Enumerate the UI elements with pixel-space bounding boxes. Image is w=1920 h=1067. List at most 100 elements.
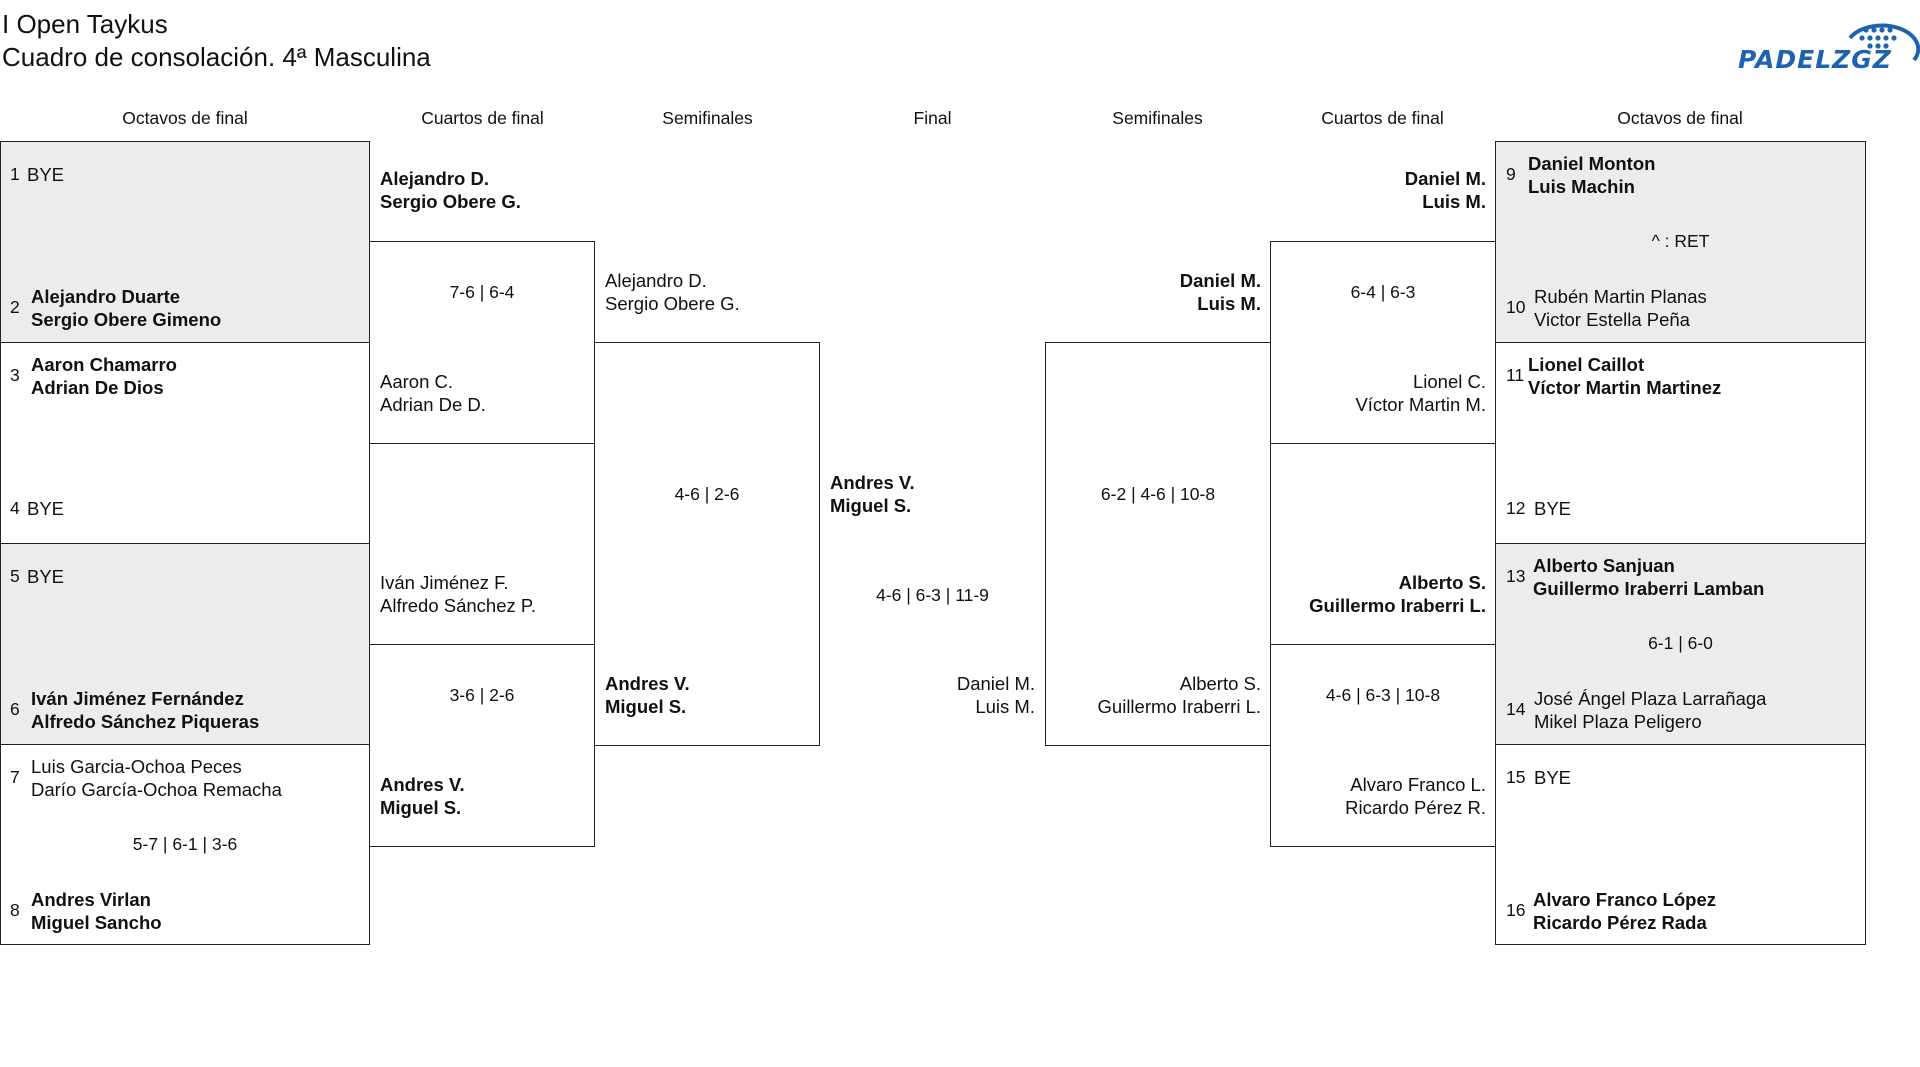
player-name: Victor Estella Peña: [1534, 309, 1690, 330]
match-score: 6-1 | 6-0: [1648, 633, 1713, 653]
header-cuartos-left: Cuartos de final: [421, 108, 544, 128]
seed-number: 2: [10, 297, 20, 317]
seed-number: 12: [1506, 498, 1526, 518]
player-name: Iván Jiménez F.: [380, 572, 509, 593]
player-name: Adrian De Dios: [31, 377, 164, 398]
player-name: Adrian De D.: [380, 394, 486, 415]
team-winner: Aaron Chamarro Adrian De Dios: [31, 353, 177, 399]
team-winner: Andres V. Miguel S.: [605, 672, 690, 718]
team-winner: Daniel Monton Luis Machin: [1528, 152, 1655, 198]
player-name: José Ángel Plaza Larrañaga: [1534, 688, 1767, 709]
team-bye: BYE: [27, 565, 64, 588]
seed-number: 9: [1506, 164, 1516, 184]
team-bye: BYE: [27, 163, 64, 186]
match-score: 4-6 | 2-6: [674, 484, 740, 504]
player-name: Andres V.: [380, 774, 465, 795]
player-name: BYE: [1534, 767, 1572, 788]
player-name: Alejandro D.: [605, 270, 707, 291]
team-loser: Iván Jiménez F. Alfredo Sánchez P.: [380, 571, 536, 617]
seed-number: 13: [1506, 566, 1526, 586]
player-name: Luis Garcia-Ochoa Peces: [31, 756, 242, 777]
player-name: Andres Virlan: [31, 889, 151, 910]
player-name: Miguel S.: [605, 696, 687, 717]
player-name: Alejandro Duarte: [31, 286, 181, 307]
player-name: Rubén Martin Planas: [1534, 286, 1707, 307]
team-winner: Daniel M. Luis M.: [1045, 269, 1261, 315]
player-name: Luis M.: [1422, 191, 1486, 212]
player-name: Daniel Monton: [1528, 153, 1656, 174]
match-score: 6-4 | 6-3: [1350, 282, 1416, 302]
header-octavos-right: Octavos de final: [1617, 108, 1743, 128]
draw-subtitle: Cuadro de consolación. 4ª Masculina: [2, 42, 431, 72]
player-name: BYE: [27, 164, 65, 185]
player-name: Mikel Plaza Peligero: [1534, 711, 1702, 732]
player-name: Ricardo Pérez Rada: [1533, 912, 1707, 933]
player-name: Alberto S.: [1179, 673, 1261, 694]
seed-number: 1: [10, 164, 20, 184]
team-loser: Rubén Martin Planas Victor Estella Peña: [1534, 285, 1707, 331]
seed-number: 3: [10, 365, 20, 385]
padelzgz-logo: PADELZGZ: [1738, 8, 1920, 78]
team-winner: Iván Jiménez Fernández Alfredo Sánchez P…: [31, 687, 259, 733]
player-name: Alejandro D.: [380, 168, 489, 189]
player-name: Miguel S.: [830, 495, 912, 516]
seed-number: 7: [10, 767, 20, 787]
seed-number: 15: [1506, 767, 1526, 787]
player-name: Darío García-Ochoa Remacha: [31, 779, 282, 800]
player-name: Ricardo Pérez R.: [1345, 797, 1486, 818]
team-loser: Alvaro Franco L. Ricardo Pérez R.: [1270, 773, 1486, 819]
padel-ball-icon: [1848, 23, 1920, 62]
player-name: Sergio Obere Gimeno: [31, 309, 222, 330]
player-name: Luis M.: [1197, 293, 1261, 314]
player-name: Daniel M.: [1404, 168, 1486, 189]
player-name: Miguel Sancho: [31, 912, 162, 933]
team-bye: BYE: [1534, 497, 1571, 520]
player-name: Alfredo Sánchez Piqueras: [31, 711, 260, 732]
seed-number: 10: [1506, 297, 1526, 317]
match-box-semis-right: [1045, 342, 1271, 746]
team-winner: Alvaro Franco López Ricardo Pérez Rada: [1533, 888, 1716, 934]
team-loser: Aaron C. Adrian De D.: [380, 370, 486, 416]
player-name: Andres V.: [605, 673, 690, 694]
final-score: 4-6 | 6-3 | 11-9: [876, 585, 989, 605]
player-name: Aaron Chamarro: [31, 354, 177, 375]
team-winner: Alejandro Duarte Sergio Obere Gimeno: [31, 285, 221, 331]
player-name: BYE: [27, 566, 65, 587]
player-name: Víctor Martin Martinez: [1528, 377, 1722, 398]
player-name: Víctor Martin M.: [1355, 394, 1486, 415]
match-score: 4-6 | 6-3 | 10-8: [1325, 685, 1441, 705]
player-name: BYE: [27, 498, 65, 519]
match-score: 5-7 | 6-1 | 3-6: [132, 834, 238, 854]
logo-text: PADELZGZ: [1738, 45, 1892, 74]
final-runner-up: Daniel M. Luis M.: [820, 672, 1035, 718]
seed-number: 11: [1506, 365, 1525, 385]
player-name: Lionel Caillot: [1528, 354, 1645, 375]
match-box-octavos-15: [1495, 744, 1866, 945]
team-bye: BYE: [1534, 766, 1571, 789]
team-winner: Alberto S. Guillermo Iraberri L.: [1270, 571, 1486, 617]
player-name: Guillermo Iraberri Lamban: [1533, 578, 1765, 599]
team-winner: Alberto Sanjuan Guillermo Iraberri Lamba…: [1533, 554, 1764, 600]
match-score: 3-6 | 2-6: [449, 685, 515, 705]
player-name: Daniel M.: [956, 673, 1035, 694]
player-name: Luis Machin: [1528, 176, 1635, 197]
team-winner: Lionel Caillot Víctor Martin Martinez: [1528, 353, 1721, 399]
team-winner: Daniel M. Luis M.: [1270, 167, 1486, 213]
team-loser: Luis Garcia-Ochoa Peces Darío García-Och…: [31, 755, 282, 801]
seed-number: 6: [10, 699, 20, 719]
player-name: Daniel M.: [1179, 270, 1261, 291]
team-winner: Alejandro D. Sergio Obere G.: [380, 167, 521, 213]
seed-number: 16: [1506, 900, 1526, 920]
player-name: Sergio Obere G.: [605, 293, 740, 314]
match-box-octavos-9: [1495, 141, 1866, 343]
player-name: Sergio Obere G.: [380, 191, 521, 212]
team-bye: BYE: [27, 497, 64, 520]
seed-number: 8: [10, 900, 20, 920]
seed-number: 4: [10, 498, 20, 518]
match-score: 6-2 | 4-6 | 10-8: [1100, 484, 1216, 504]
player-name: Luis M.: [975, 696, 1035, 717]
header-semis-right: Semifinales: [1112, 108, 1203, 128]
player-name: Guillermo Iraberri L.: [1097, 696, 1261, 717]
match-box-octavos-13: [1495, 543, 1866, 745]
player-name: Andres V.: [830, 472, 915, 493]
